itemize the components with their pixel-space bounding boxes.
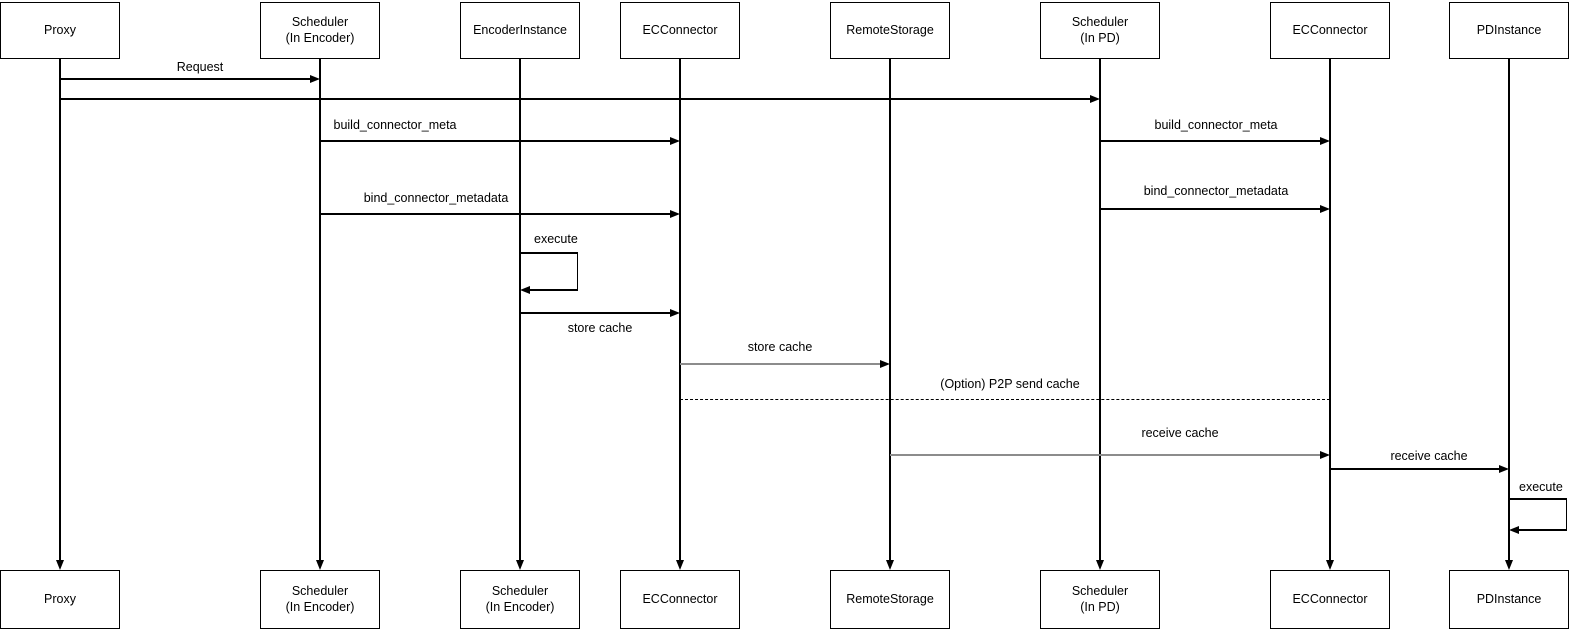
arrowhead-right-icon <box>1320 136 1330 145</box>
message-dashed-line-p2p-send-cache <box>680 398 1330 400</box>
lifeline-end-arrow-icon <box>515 560 524 570</box>
self-loop-side-encoder <box>576 252 578 291</box>
arrowhead-right-icon <box>1320 204 1330 213</box>
participant-top-ec-connector: ECConnector <box>620 2 740 59</box>
participant-bottom-pd-instance: PDInstance <box>1449 570 1569 629</box>
lifeline-end-arrow-icon <box>885 560 894 570</box>
self-loop-top-encoder <box>520 252 578 254</box>
lifeline-end-arrow-icon <box>315 560 324 570</box>
lifeline-ec-connector <box>679 59 681 562</box>
lifeline-end-arrow-icon <box>1325 560 1334 570</box>
participant-bottom-ec-connector-pd: ECConnector <box>1270 570 1390 629</box>
arrowhead-right-icon <box>880 359 890 368</box>
participant-top-scheduler-encoder: Scheduler (In Encoder) <box>260 2 380 59</box>
message-arrow-build-connector-meta-encoder <box>320 140 671 142</box>
message-arrow-store-cache-1 <box>520 312 671 314</box>
message-label-store-cache-1: store cache <box>567 321 633 335</box>
participant-bottom-ec-connector: ECConnector <box>620 570 740 629</box>
arrowhead-right-icon <box>1090 94 1100 103</box>
arrowhead-right-icon <box>670 136 680 145</box>
message-arrow-receive-cache-1 <box>890 453 1321 457</box>
message-arrow-build-connector-meta-pd <box>1100 140 1321 142</box>
lifeline-pd-instance <box>1508 59 1510 562</box>
arrowhead-right-icon <box>670 209 680 218</box>
participant-top-encoder-instance: EncoderInstance <box>460 2 580 59</box>
arrowhead-left-icon <box>520 285 530 294</box>
lifeline-end-arrow-icon <box>55 560 64 570</box>
self-loop-side-pd <box>1565 498 1567 532</box>
participant-bottom-remote-storage: RemoteStorage <box>830 570 950 629</box>
lifeline-scheduler-encoder <box>319 59 321 562</box>
self-loop-bottom-pd <box>1518 529 1567 531</box>
participant-bottom-proxy: Proxy <box>0 570 120 629</box>
message-label-execute-encoder: execute <box>534 232 578 246</box>
message-arrow-store-cache-2 <box>680 362 881 366</box>
message-label-p2p-send-cache: (Option) P2P send cache <box>940 377 1080 391</box>
self-loop-top-pd <box>1509 498 1567 500</box>
arrowhead-right-icon <box>310 74 320 83</box>
participant-top-proxy: Proxy <box>0 2 120 59</box>
message-arrow-bind-connector-metadata-encoder <box>320 213 671 215</box>
message-arrow-receive-cache-2 <box>1330 468 1500 470</box>
arrowhead-left-icon <box>1509 525 1519 534</box>
message-label-store-cache-2: store cache <box>747 340 813 354</box>
lifeline-ec-connector-pd <box>1329 59 1331 562</box>
message-label-bind-connector-metadata-pd: bind_connector_metadata <box>1143 184 1289 198</box>
message-arrow-proxy-to-scheduler-pd <box>60 98 1091 100</box>
message-label-receive-cache-1: receive cache <box>1141 426 1219 440</box>
message-label-build-connector-meta-pd: build_connector_meta <box>1154 118 1278 132</box>
participant-bottom-scheduler-encoder: Scheduler (In Encoder) <box>260 570 380 629</box>
participant-top-pd-instance: PDInstance <box>1449 2 1569 59</box>
arrowhead-right-icon <box>1320 450 1330 459</box>
lifeline-end-arrow-icon <box>1504 560 1513 570</box>
participant-top-scheduler-pd: Scheduler (In PD) <box>1040 2 1160 59</box>
lifeline-remote-storage <box>889 59 891 562</box>
message-label-execute-pd: execute <box>1519 480 1563 494</box>
self-loop-bottom-encoder <box>529 289 578 291</box>
lifeline-end-arrow-icon <box>1095 560 1104 570</box>
lifeline-proxy <box>59 59 61 562</box>
message-arrow-bind-connector-metadata-pd <box>1100 208 1321 210</box>
lifeline-end-arrow-icon <box>675 560 684 570</box>
arrowhead-right-icon <box>1499 464 1509 473</box>
message-label-request: Request <box>176 60 224 74</box>
lifeline-scheduler-pd <box>1099 59 1101 562</box>
message-arrow-request <box>60 78 311 80</box>
message-label-bind-connector-metadata-encoder: bind_connector_metadata <box>363 191 509 205</box>
participant-top-remote-storage: RemoteStorage <box>830 2 950 59</box>
participant-top-ec-connector-pd: ECConnector <box>1270 2 1390 59</box>
arrowhead-right-icon <box>670 308 680 317</box>
message-label-build-connector-meta-encoder: build_connector_meta <box>333 118 457 132</box>
lifeline-encoder-instance <box>519 59 521 562</box>
message-label-receive-cache-2: receive cache <box>1390 449 1468 463</box>
participant-bottom-scheduler-encoder-2: Scheduler (In Encoder) <box>460 570 580 629</box>
participant-bottom-scheduler-pd: Scheduler (In PD) <box>1040 570 1160 629</box>
